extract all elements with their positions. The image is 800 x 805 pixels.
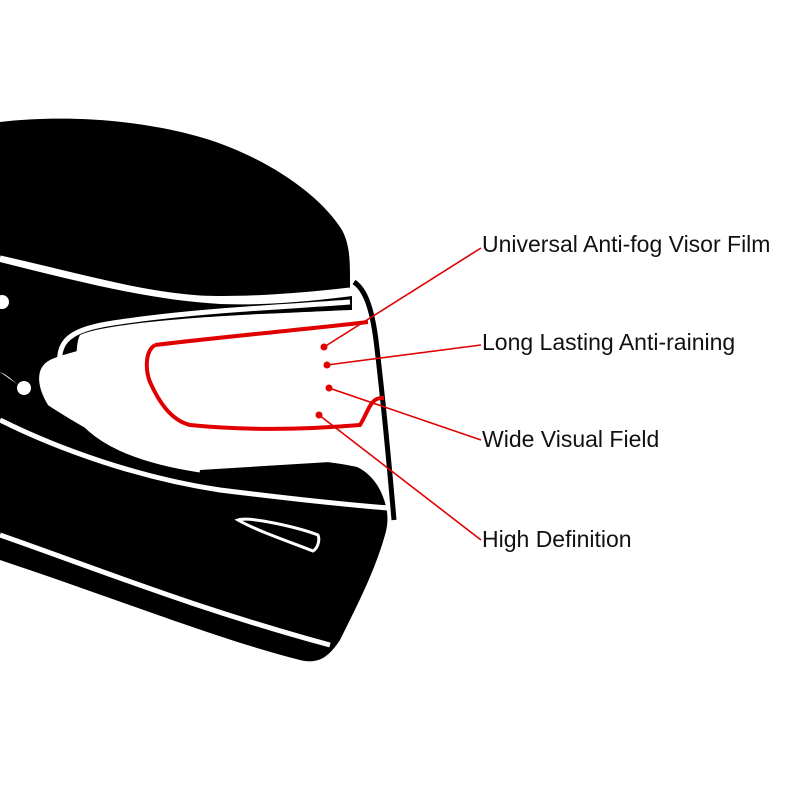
helmet-trim-visor (57, 299, 351, 473)
chin-vent (234, 517, 321, 553)
side-vent-dot (17, 381, 31, 395)
callout-label-visual-field: Wide Visual Field (482, 426, 660, 452)
leader-line-anti-fog (323, 247, 482, 348)
helmet-trim-bottom (0, 532, 331, 648)
callout-label-anti-fog: Universal Anti-fog Visor Film (482, 231, 771, 257)
helmet-shell-top (0, 118, 350, 299)
helmet-chin (0, 372, 388, 662)
helmet-trim-upper (0, 255, 351, 302)
side-vent-dot (0, 295, 9, 309)
leader-line-anti-rain (326, 344, 482, 366)
leader-line-definition (318, 414, 482, 541)
callout-label-anti-rain: Long Lasting Anti-raining (482, 329, 736, 355)
leader-line-visual-field (328, 387, 482, 441)
helmet-trim-lower (0, 417, 389, 511)
callout-label-definition: High Definition (482, 526, 632, 552)
